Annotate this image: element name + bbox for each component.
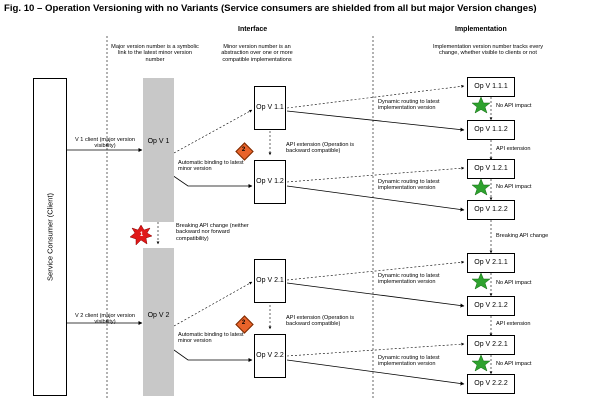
impl-op-box: Op V 2.2.2 xyxy=(467,374,515,394)
impl-op-box: Op V 2.1.1 xyxy=(467,253,515,273)
no-impact-label: No API impact xyxy=(496,184,532,190)
step-badge-number: 2 xyxy=(241,320,246,326)
impl-op-box: Op V 2.2.1 xyxy=(467,335,515,355)
api-extension-label: API extension xyxy=(496,321,531,327)
minor-op-box: Op V 2.1 xyxy=(254,259,286,303)
route-22-to-221 xyxy=(286,342,465,357)
step-badge-number: 2 xyxy=(241,147,246,153)
no-impact-star-icon xyxy=(471,272,491,290)
client-v1-label: V 1 client (major version visibility) xyxy=(75,137,135,150)
breaking-interface-label: Breaking API change (neither backward no… xyxy=(176,223,249,242)
dynamic-routing-label: Dynamic routing to latest implementation… xyxy=(378,179,440,192)
minor-op-box: Op V 1.1 xyxy=(254,86,286,130)
major-version-band-v1 xyxy=(143,78,174,222)
binding-v2-to-v21 xyxy=(173,281,253,327)
impl-op-box: Op V 1.1.1 xyxy=(467,77,515,97)
auto-binding-label: Automatic binding to latest minor versio… xyxy=(178,332,244,345)
auto-binding-label: Automatic binding to latest minor versio… xyxy=(178,160,244,173)
note-minor-version: Minor version number is an abstraction o… xyxy=(221,44,293,63)
route-11-to-112 xyxy=(286,110,465,132)
api-extension-minor-label: API extension (Operation is backward com… xyxy=(286,315,355,328)
route-12-to-122 xyxy=(286,185,465,212)
major-op-v1: Op V 1 xyxy=(147,138,170,145)
impl-op-box: Op V 1.2.1 xyxy=(467,159,515,179)
no-impact-star-icon xyxy=(471,96,491,114)
dynamic-routing-label: Dynamic routing to latest implementation… xyxy=(378,273,440,286)
breaking-badge-number: 1 xyxy=(139,232,144,238)
minor-op-box: Op V 1.2 xyxy=(254,160,286,204)
note-implementation-version: Implementation version number tracks eve… xyxy=(432,44,544,57)
no-impact-label: No API impact xyxy=(496,361,532,367)
figure-title: Fig. 10 – Operation Versioning with no V… xyxy=(4,3,537,14)
interface-header: Interface xyxy=(238,26,268,33)
api-extension-label: API extension xyxy=(496,146,531,152)
implementation-header: Implementation xyxy=(455,26,507,33)
no-impact-label: No API impact xyxy=(496,280,532,286)
no-impact-label: No API impact xyxy=(496,103,532,109)
service-consumer-label: Service Consumer (Client) xyxy=(45,193,55,281)
minor-op-box: Op V 2.2 xyxy=(254,334,286,378)
dynamic-routing-label: Dynamic routing to latest implementation… xyxy=(378,99,440,112)
route-11-to-111 xyxy=(286,84,465,109)
breaking-change-burst-icon xyxy=(129,224,153,246)
route-21-to-211 xyxy=(286,260,465,281)
impl-op-box: Op V 2.1.2 xyxy=(467,296,515,316)
client-v2-label: V 2 client (major version visibility) xyxy=(75,313,135,326)
api-extension-minor-label: API extension (Operation is backward com… xyxy=(286,142,355,155)
route-12-to-121 xyxy=(286,166,465,183)
major-op-v2: Op V 2 xyxy=(147,312,170,319)
no-impact-star-icon xyxy=(471,354,491,372)
note-major-version: Major version number is a symbolic link … xyxy=(111,44,199,63)
no-impact-star-icon xyxy=(471,178,491,196)
binding-v1-to-v11 xyxy=(173,109,253,154)
route-21-to-212 xyxy=(286,282,465,308)
dynamic-routing-label: Dynamic routing to latest implementation… xyxy=(378,355,440,368)
breaking-implementation-label: Breaking API change xyxy=(496,233,549,239)
major-version-band-v2 xyxy=(143,248,174,396)
impl-op-box: Op V 1.1.2 xyxy=(467,120,515,140)
service-consumer-box: Service Consumer (Client) xyxy=(33,78,67,396)
impl-op-box: Op V 1.2.2 xyxy=(467,200,515,220)
route-22-to-222 xyxy=(286,359,465,386)
